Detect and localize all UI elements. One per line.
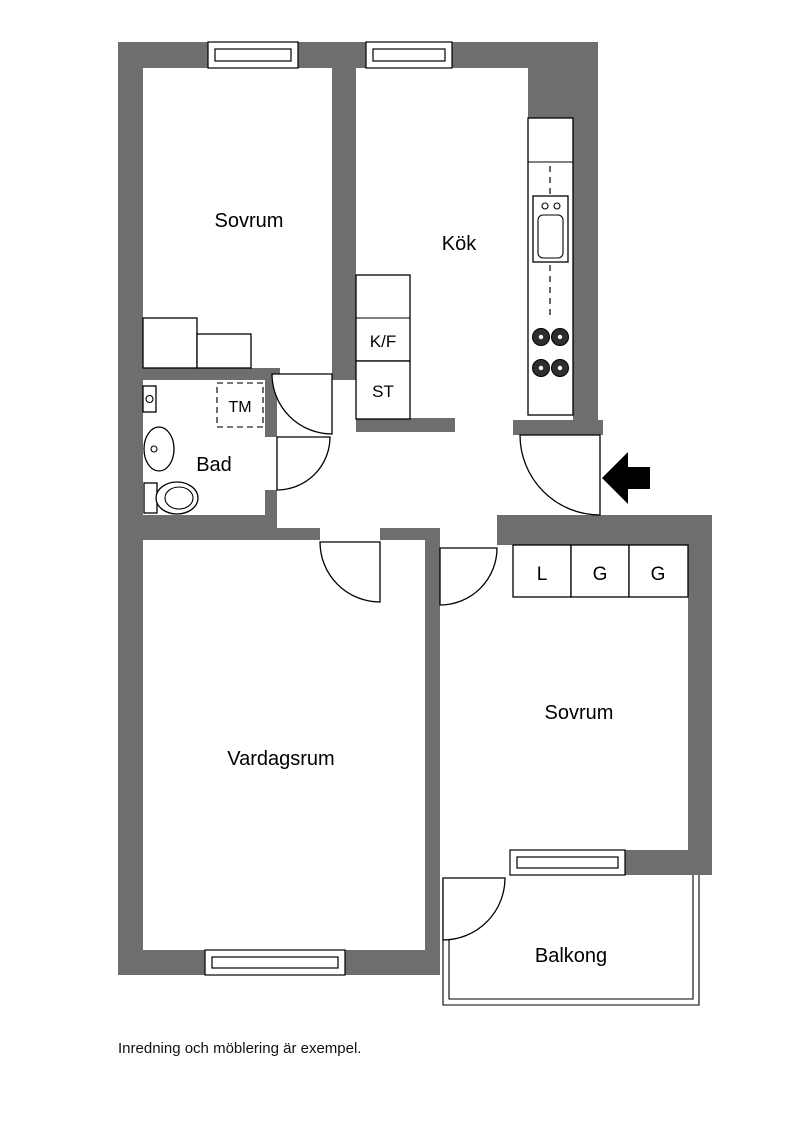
wall-top-b (298, 42, 366, 68)
wall-top-a (118, 42, 208, 68)
window-kitchen (365, 41, 453, 69)
wall-bottom-left (118, 950, 205, 975)
wall-livingroom-top-a (265, 528, 320, 540)
washing-machine-box: TM (216, 382, 264, 428)
stove-icon (532, 328, 569, 377)
doors (271, 373, 601, 941)
wall-bedroom2-bottom (625, 850, 712, 875)
wall-kitchen-bottom (356, 418, 455, 432)
windows (204, 41, 626, 976)
wall-bath-bottom (118, 515, 277, 540)
wall-livingroom-top-b (380, 528, 437, 540)
fridge-freezer-label: K/F (370, 332, 396, 351)
bathroom-door-swing (276, 436, 331, 491)
wardrobe-box-3 (628, 544, 689, 598)
window-bedroom-top (207, 41, 299, 69)
cabinet-box-b (196, 333, 252, 369)
bathroom-fixtures: TM (142, 382, 264, 515)
walls (118, 42, 712, 975)
wall-bedroom1-kitchen (332, 68, 356, 380)
wardrobe-label-3: G (651, 564, 666, 585)
wall-bath-top (118, 368, 280, 380)
window-bedroom-bottom (509, 849, 626, 876)
storage-label: ST (372, 382, 394, 401)
wardrobe-label-2: G (593, 564, 608, 585)
kitchen-sink-icon (532, 195, 569, 263)
balcony-railing-outer (442, 875, 700, 1006)
wall-left-outer (118, 42, 143, 975)
wardrobes: L G G (512, 544, 689, 598)
bath-tap-icon (142, 385, 157, 413)
storage-box (355, 360, 411, 420)
wall-bedroom2-top (497, 515, 712, 545)
washbasin-icon (143, 426, 175, 472)
kitchen-label: Kök (442, 233, 477, 255)
window-living-room (204, 949, 346, 976)
wardrobe-box-2 (570, 544, 630, 598)
entry-door-swing (519, 434, 601, 516)
wall-livingroom-bedroom2 (425, 528, 440, 975)
bathroom-label: Bad (196, 454, 232, 476)
balcony-door-swing (442, 877, 506, 941)
cabinet-box-a (142, 317, 198, 369)
washing-machine-label: TM (228, 399, 251, 416)
wall-right-lower (688, 515, 712, 875)
bedroom1-cabinets (142, 317, 252, 369)
entrance-arrow-icon (602, 452, 650, 504)
wall-right-upper (573, 42, 598, 435)
kitchen-counter (527, 117, 574, 416)
bedroom-top-label: Sovrum (215, 210, 284, 232)
bedroom1-door-swing (271, 373, 333, 435)
kitchen-closets: K/F ST (355, 274, 411, 420)
toilet-icon (143, 481, 199, 515)
living-room-door-swing (319, 541, 381, 603)
balcony-label: Balkong (535, 945, 607, 967)
living-room-label: Vardagsrum (227, 748, 334, 770)
caption-text: Inredning och möblering är exempel. (118, 1040, 361, 1057)
wall-entry-top (513, 420, 603, 435)
bedroom-bottom-label: Sovrum (545, 702, 614, 724)
room-labels: Sovrum Kök Bad Vardagsrum Sovrum Balkong (196, 210, 613, 967)
wardrobe-label-1: L (537, 564, 548, 585)
wardrobe-box-1 (512, 544, 572, 598)
wall-bottom-right (345, 950, 440, 975)
bedroom2-door-swing (439, 547, 498, 606)
wall-kitchen-corner (528, 68, 573, 118)
